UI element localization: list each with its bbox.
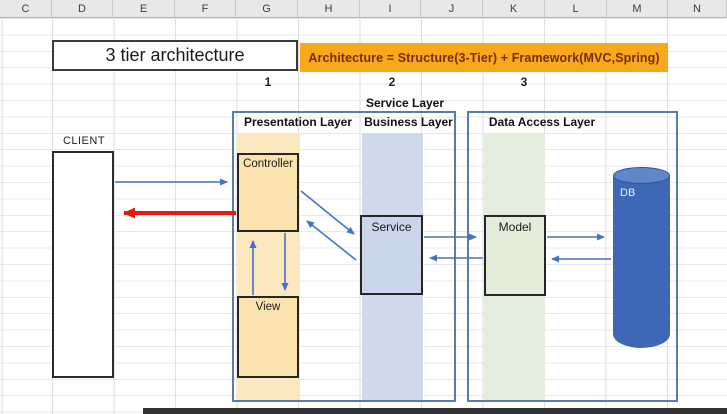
tier-number-1: 1: [264, 74, 272, 89]
model-node[interactable]: Model: [484, 215, 546, 296]
db-cylinder-body[interactable]: [613, 175, 670, 348]
service-layer-frame[interactable]: [232, 111, 456, 402]
formula-text: Architecture = Structure(3-Tier) + Frame…: [308, 50, 660, 65]
column-header-N[interactable]: N: [668, 0, 727, 18]
column-header-C[interactable]: C: [0, 0, 52, 18]
view-label: View: [255, 301, 281, 313]
bottom-bar: [143, 408, 727, 414]
column-header-G[interactable]: G: [236, 0, 298, 18]
model-label: Model: [498, 220, 532, 234]
client-label: CLIENT: [62, 135, 106, 147]
presentation-layer-label: Presentation Layer: [243, 115, 353, 129]
data-access-layer-label: Data Access Layer: [488, 115, 596, 129]
tier-number-2: 2: [388, 74, 396, 89]
service-node[interactable]: Service: [360, 215, 423, 295]
data-access-layer-frame[interactable]: [467, 111, 678, 402]
column-header-E[interactable]: E: [113, 0, 175, 18]
service-label: Service: [371, 220, 412, 234]
controller-label: Controller: [243, 158, 293, 170]
service-layer-label: Service Layer: [365, 95, 445, 110]
column-header-L[interactable]: L: [545, 0, 607, 18]
business-layer-label: Business Layer: [364, 115, 453, 129]
controller-node[interactable]: Controller: [237, 153, 299, 232]
column-header-M[interactable]: M: [607, 0, 668, 18]
tier-number-3: 3: [520, 74, 528, 89]
column-header-D[interactable]: D: [52, 0, 113, 18]
view-node[interactable]: View: [237, 296, 299, 378]
column-header-H[interactable]: H: [298, 0, 360, 18]
db-cylinder-top: [613, 167, 670, 184]
client-box[interactable]: [52, 151, 114, 378]
title-box[interactable]: 3 tier architecture: [52, 40, 298, 71]
formula-banner[interactable]: Architecture = Structure(3-Tier) + Frame…: [300, 43, 668, 72]
column-header-J[interactable]: J: [421, 0, 483, 18]
column-header-F[interactable]: F: [175, 0, 236, 18]
column-header-I[interactable]: I: [360, 0, 421, 18]
title-text: 3 tier architecture: [105, 45, 245, 65]
db-label: DB: [620, 187, 636, 199]
column-header-K[interactable]: K: [483, 0, 545, 18]
